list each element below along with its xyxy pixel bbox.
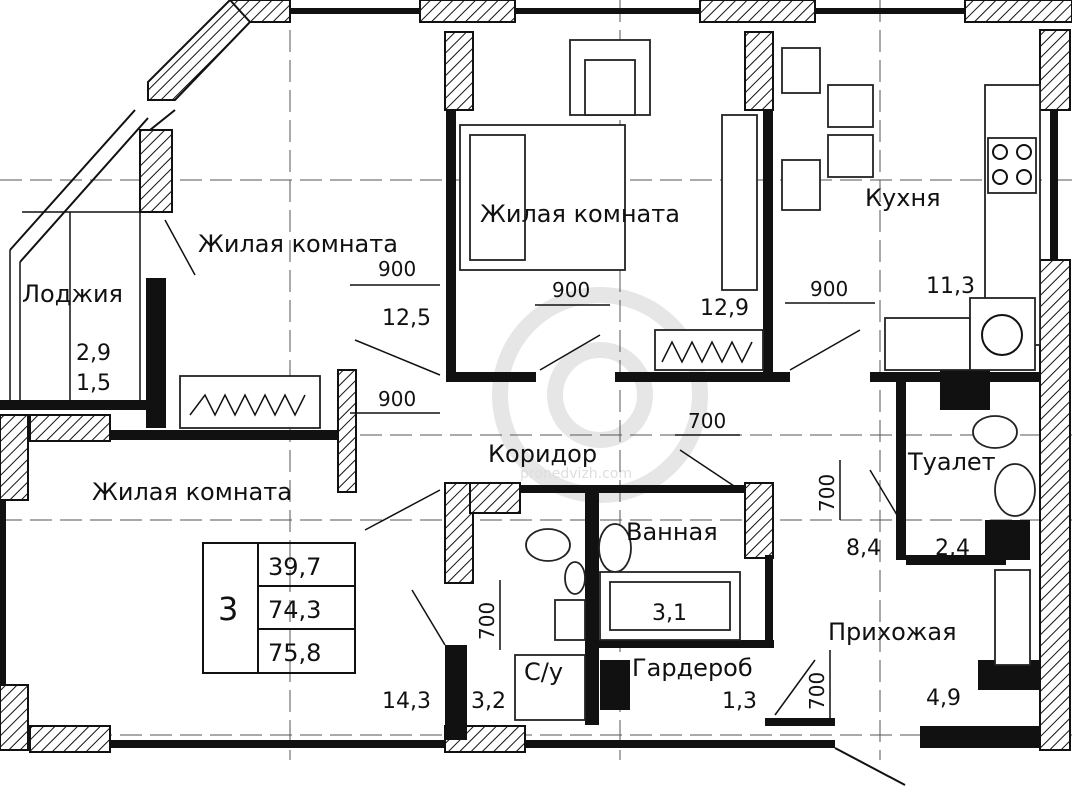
- living-room-3-area: 14,3: [382, 689, 431, 714]
- hallway-area: 4,9: [926, 686, 961, 711]
- bathroom-area: 3,1: [652, 601, 687, 626]
- toilet-area: 2,4: [935, 536, 970, 561]
- loggia-name: Лоджия: [22, 280, 123, 308]
- sanitary-fixtures: [514, 415, 1036, 721]
- wardrobe-name: Гардероб: [632, 654, 753, 682]
- living-room-2-name: Жилая комната: [480, 200, 680, 228]
- loggia-frame: [9, 211, 141, 400]
- living-room-1-area: 12,5: [382, 306, 431, 331]
- door-width-7: 700: [475, 602, 499, 640]
- living-room-1-name: Жилая комната: [198, 230, 398, 258]
- door-width-1: 900: [378, 257, 416, 281]
- wardrobe-area: 1,3: [722, 689, 757, 714]
- total-area-with-loggia: 75,8: [268, 639, 321, 667]
- kitchen-name: Кухня: [865, 184, 941, 212]
- corridor-name: Коридор: [488, 440, 597, 468]
- corridor-area: 8,4: [846, 536, 881, 561]
- living-area: 39,7: [268, 553, 321, 581]
- loggia-area-reduced: 1,5: [76, 371, 111, 396]
- door-width-2: 900: [552, 278, 590, 302]
- living-room-3-name: Жилая комната: [92, 478, 292, 506]
- interior-walls: [110, 31, 1040, 740]
- door-width-labels: 900 900 900 900 700 700 700 700: [378, 257, 848, 710]
- area-summary-table: 3 39,7 74,3 75,8: [202, 542, 356, 674]
- rooms-count: 3: [218, 590, 238, 628]
- door-width-6: 700: [815, 474, 839, 512]
- room-labels: Жилая комната Жилая комната Жилая комнат…: [22, 184, 996, 686]
- door-width-8: 700: [805, 672, 829, 710]
- hallway-name: Прихожая: [828, 618, 957, 646]
- door-swings: [164, 219, 901, 716]
- loggia-area: 2,9: [76, 341, 111, 366]
- watermark-text: pronedvizh.com: [520, 466, 632, 482]
- door-width-5: 700: [688, 409, 726, 433]
- toilet-name: Туалет: [907, 448, 996, 476]
- furniture: [459, 39, 1041, 371]
- kitchen-area: 11,3: [926, 274, 975, 299]
- wc-combined-name: С/у: [524, 658, 563, 686]
- bathroom-name: Ванная: [626, 518, 718, 546]
- wc-combined-area: 3,2: [471, 689, 506, 714]
- watermark: pronedvizh.com: [492, 287, 708, 503]
- dimension-lines: [350, 284, 875, 720]
- total-area: 74,3: [268, 596, 321, 624]
- radiators: [179, 329, 1031, 666]
- door-width-3: 900: [810, 277, 848, 301]
- living-room-2-area: 12,9: [700, 296, 749, 321]
- exterior-walls: [0, 0, 1072, 786]
- room-areas: 12,5 12,9 14,3 11,3 2,9 1,5 8,4 3,1 2,4 …: [76, 274, 975, 714]
- door-width-4: 900: [378, 387, 416, 411]
